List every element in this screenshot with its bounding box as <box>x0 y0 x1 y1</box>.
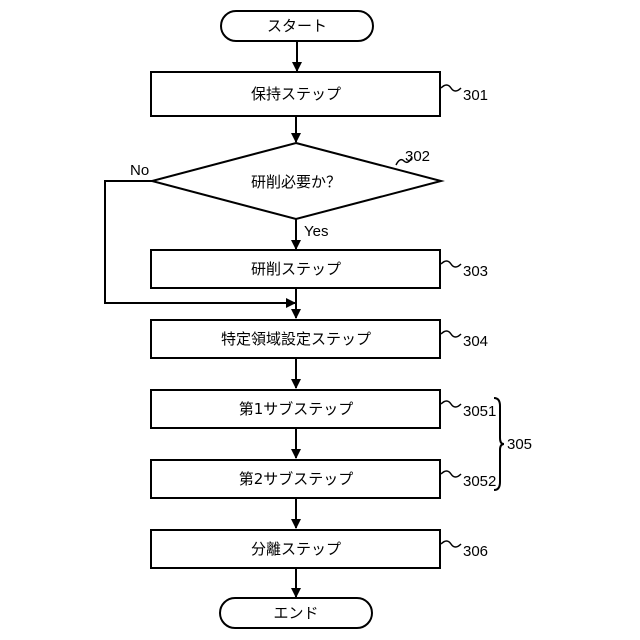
sub2-step-box: 第2サブステップ <box>151 460 440 498</box>
ref-hold: 301 <box>463 87 488 104</box>
grind-step-label: 研削ステップ <box>251 260 341 278</box>
end-terminator: エンド <box>220 598 372 628</box>
hold-step-label: 保持ステップ <box>251 85 341 103</box>
ref-leader-sub2 <box>441 471 461 477</box>
grind-step-box: 研削ステップ <box>151 250 440 288</box>
ref-leader-grind <box>441 261 461 267</box>
region-step-box: 特定領域設定ステップ <box>151 320 440 358</box>
ref-leader-separate <box>441 541 461 547</box>
yes-branch-label: Yes <box>304 223 328 240</box>
ref-decision: 302 <box>405 148 430 165</box>
ref-leader-hold <box>441 85 461 91</box>
ref-leader-sub1 <box>441 401 461 407</box>
separate-step-box: 分離ステップ <box>151 530 440 568</box>
start-terminator: スタート <box>221 11 373 41</box>
ref-separate: 306 <box>463 543 488 560</box>
region-step-label: 特定領域設定ステップ <box>221 330 371 348</box>
decision-label: 研削必要か？ <box>251 173 341 191</box>
ref-region: 304 <box>463 333 488 350</box>
start-label: スタート <box>267 17 327 35</box>
ref-sub2: 3052 <box>463 473 496 490</box>
ref-grind: 303 <box>463 263 488 280</box>
ref-leader-region <box>441 331 461 337</box>
hold-step-box: 保持ステップ <box>151 72 440 116</box>
end-label: エンド <box>273 604 318 622</box>
ref-group: 305 <box>507 436 532 453</box>
separate-step-label: 分離ステップ <box>251 540 341 558</box>
ref-sub1: 3051 <box>463 403 496 420</box>
sub1-step-box: 第1サブステップ <box>151 390 440 428</box>
sub1-step-label: 第1サブステップ <box>239 400 354 418</box>
no-branch-label: No <box>130 162 149 179</box>
sub2-step-label: 第2サブステップ <box>239 470 354 488</box>
decision-diamond: 研削必要か？ <box>152 143 441 219</box>
